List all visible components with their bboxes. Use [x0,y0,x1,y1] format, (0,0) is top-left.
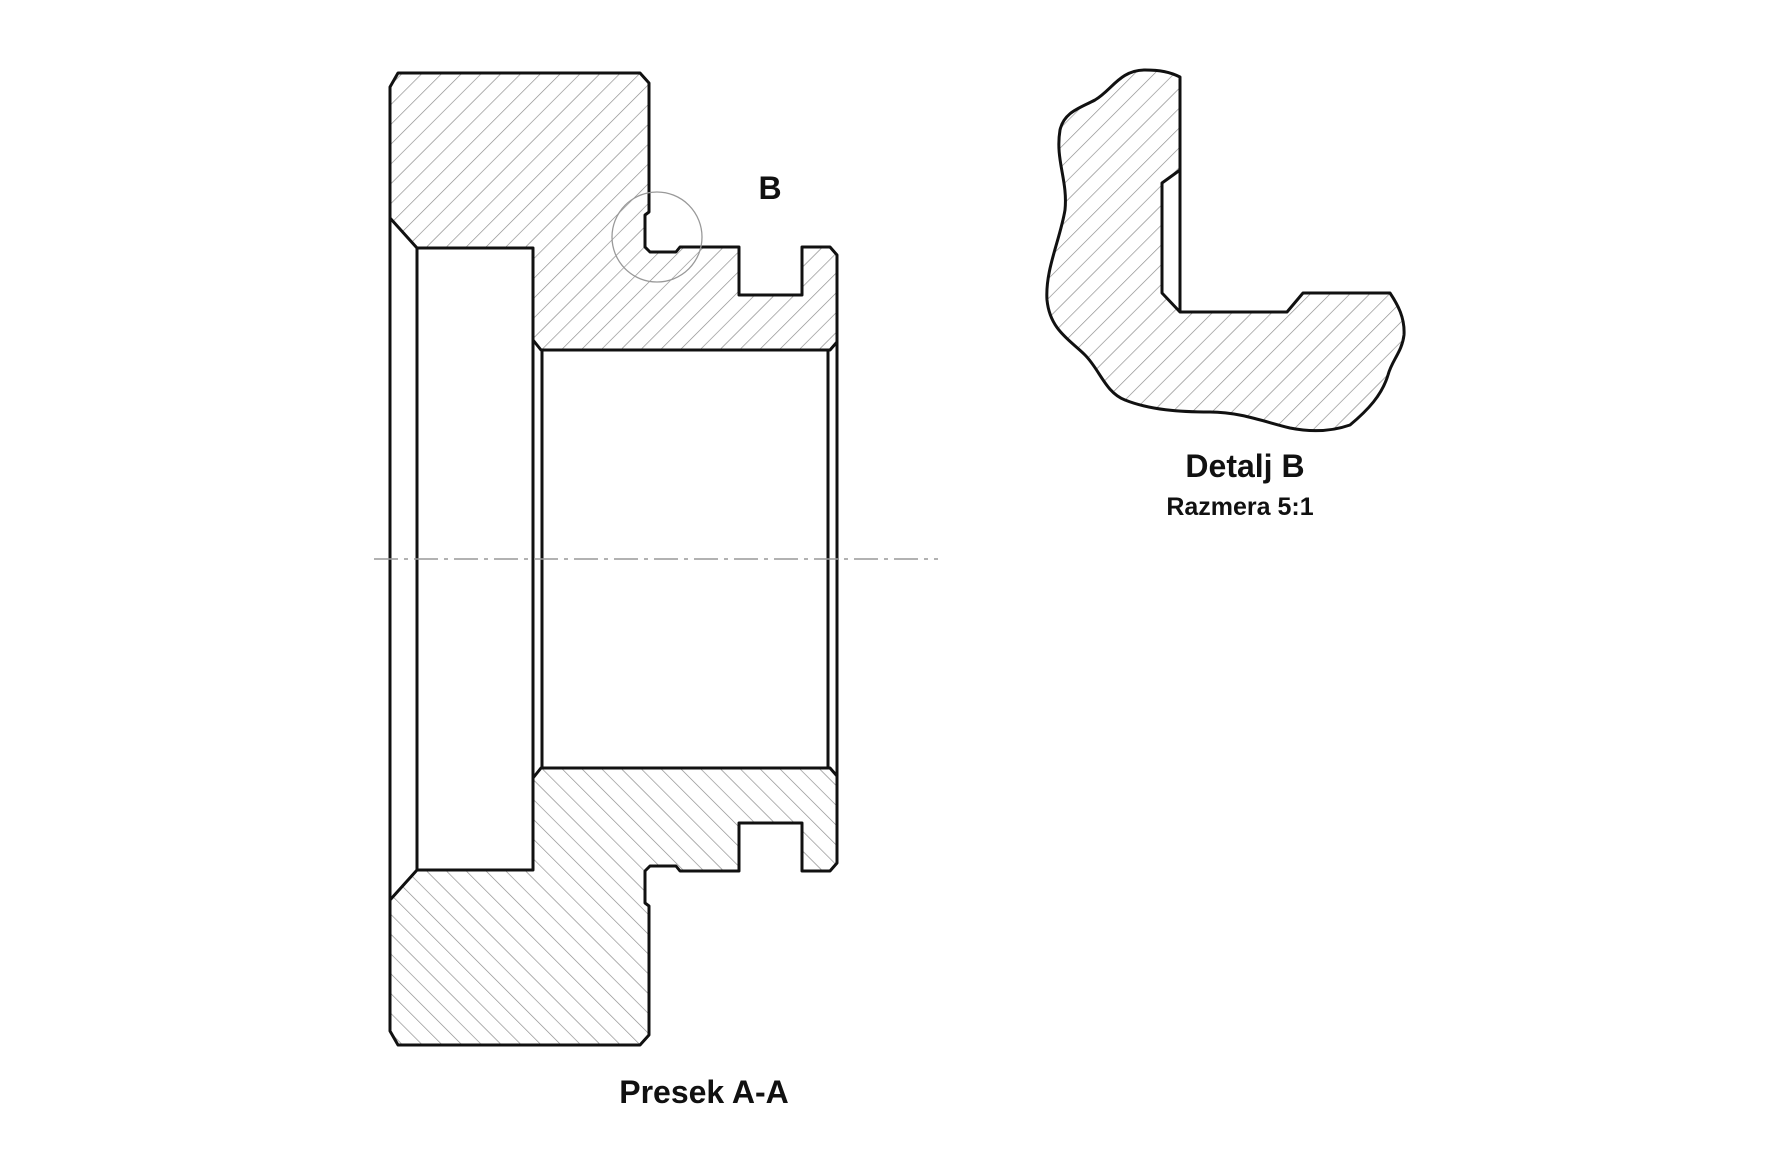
detail-marker-label: B [758,170,781,206]
section-title: Presek A-A [619,1074,789,1110]
detail-marker-circle [611,191,703,283]
detail-profile [1045,68,1406,433]
section-upper-half [388,71,839,562]
detail-title: Detalj B [1185,448,1304,484]
section-view-a-a: B Presek A-A [374,71,938,1110]
section-lower-half [388,556,839,1047]
detail-view-b: Detalj B Razmera 5:1 [1045,68,1406,521]
detail-scale: Razmera 5:1 [1166,493,1313,521]
